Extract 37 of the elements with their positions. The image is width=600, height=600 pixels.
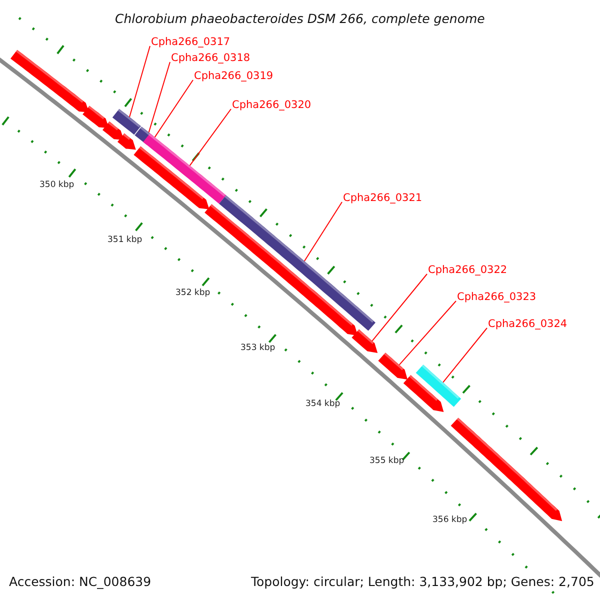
genome-info-text: Topology: circular; Length: 3,133,902 bp; Genes: 2,705 — [251, 574, 594, 588]
gene-block — [378, 352, 408, 380]
scale-label: 356 kbp — [432, 515, 468, 525]
scale-label: 354 kbp — [306, 399, 340, 409]
title: Chlorobium phaeobacteroides DSM 266, complete genome — [115, 10, 485, 26]
gene-label: Cpha266_0320 — [232, 99, 312, 111]
leader-line — [148, 62, 170, 133]
gene-label: Cpha266_0324 — [488, 318, 568, 330]
gene-label: Cpha266_0322 — [428, 264, 508, 276]
gene-block — [118, 133, 136, 150]
leader-line — [189, 108, 232, 166]
gene-block — [143, 133, 226, 204]
gene-label: Cpha266_0323 — [457, 291, 536, 303]
scale-label: 355 kbp — [370, 456, 404, 466]
scale-label: 351 kbp — [108, 235, 142, 245]
scale-label: 353 kbp — [240, 343, 276, 353]
gene-block — [102, 121, 124, 140]
gene-block — [134, 146, 210, 210]
leader-line — [372, 274, 428, 342]
leader-line — [129, 46, 150, 118]
gene-block — [416, 364, 462, 407]
gene-block — [352, 329, 378, 353]
scale-label: 350 kbp — [40, 180, 74, 190]
gene-block — [10, 50, 89, 112]
gene-block — [403, 375, 444, 412]
leader-line — [154, 80, 194, 138]
leader-line — [398, 300, 456, 366]
gene-label: Cpha266_0321 — [343, 192, 422, 204]
gene-block — [112, 108, 141, 135]
accession-text: Accession: NC_008639 — [9, 574, 152, 588]
gene-label: Cpha266_0318 — [171, 52, 250, 64]
gene-label: Cpha266_0317 — [151, 36, 230, 48]
gene-label: Cpha266_0319 — [194, 70, 274, 82]
leader-line — [304, 202, 342, 262]
gene-block — [82, 106, 109, 128]
leader-line — [442, 328, 488, 383]
scale-label: 352 kbp — [176, 288, 210, 298]
